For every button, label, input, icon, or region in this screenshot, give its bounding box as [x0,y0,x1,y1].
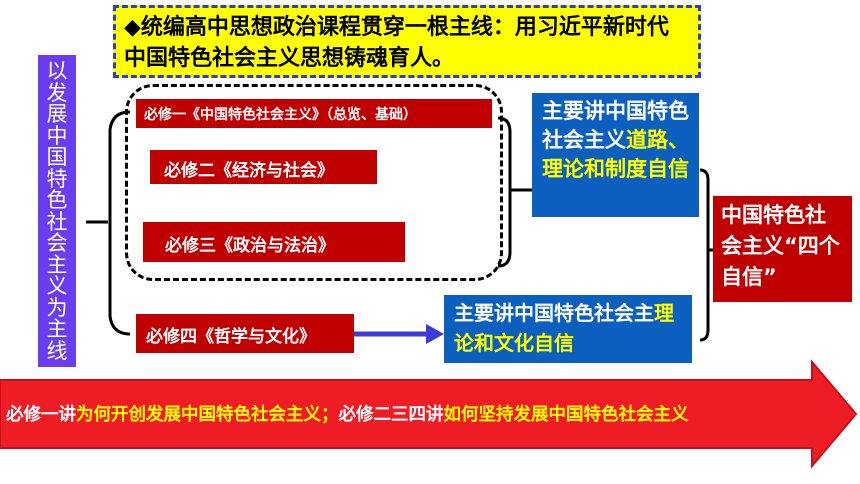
course-box-3: 必修三《政治与法治》 [143,222,405,262]
banner-text: 必修一讲为何开创发展中国特色社会主义；必修二三四讲如何坚持发展中国特色社会主义 [6,398,846,432]
course4-arrow [354,324,444,344]
summary-box-1: 主要讲中国特色社会主义道路、理论和制度自信 [532,93,699,217]
course-box-2: 必修二《经济与社会》 [150,150,377,184]
four-confidences-box: 中国特色社会主义“四个自信” [713,196,852,302]
banner-seg-1: 必修一讲 [6,405,76,425]
right-bracket [699,168,713,342]
summary-2-text: 主要讲中国特色社会主 [454,301,654,325]
banner-seg-2: 为何开创发展中国特色社会主义； [76,405,339,425]
main-bracket [86,110,131,336]
summary-1-text: 主要讲中国特色社会主义 [542,99,689,152]
summary-2-highlight: 理论和文化自信 [454,301,674,355]
title-text-lead: ◆统编高中思想政治课程贯穿一根主线： [124,15,515,40]
course-box-4: 必修四《哲学与文化》 [136,314,354,353]
summary-1-highlight: 道路、理论和制度自信 [542,128,689,181]
side-label: 以发展中国特色社会主义为主线 [38,55,76,367]
group-bracket [497,116,532,268]
course-box-1: 必修一《中国特色社会主义》（总览、基础） [136,99,492,128]
banner-arrow [0,359,858,469]
banner-seg-3: 必修二三四讲 [338,405,444,425]
course-group-border [125,84,503,281]
summary-box-2: 主要讲中国特色社会主理论和文化自信 [444,295,692,363]
title-text-emphasis: 用习近平新时代中国特色社会主义思想铸魂育人。 [124,15,669,71]
title-box: ◆统编高中思想政治课程贯穿一根主线：用习近平新时代中国特色社会主义思想铸魂育人。 [113,5,701,78]
banner-seg-4: 如何坚持发展中国特色社会主义 [443,405,689,425]
